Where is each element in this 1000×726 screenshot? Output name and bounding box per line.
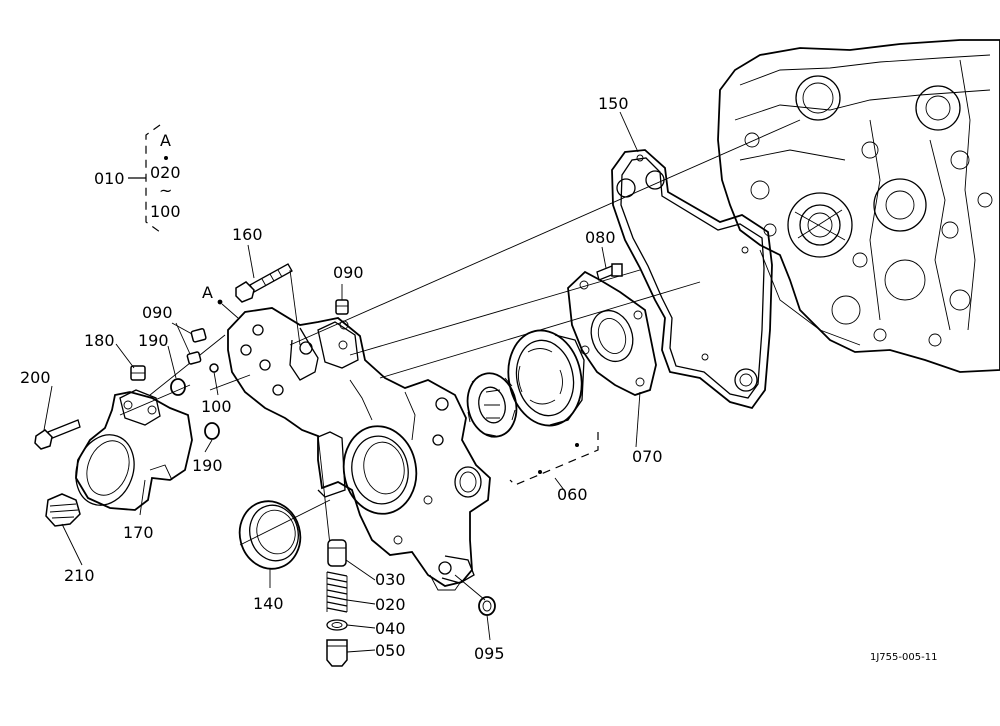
label-020: 020 <box>375 595 406 614</box>
label-210: 210 <box>64 566 95 585</box>
label-080: 080 <box>585 228 616 247</box>
plug-090-left <box>186 328 207 365</box>
bracket-to: 100 <box>150 202 181 221</box>
ref-marker-letter: A <box>202 283 213 302</box>
label-180: 180 <box>84 331 115 350</box>
label-030: 030 <box>375 570 406 589</box>
plate-070 <box>567 270 657 396</box>
bolt-160 <box>235 263 293 303</box>
o-ring-190-upper <box>170 378 186 396</box>
label-060: 060 <box>557 485 588 504</box>
bolt-200 <box>34 419 81 450</box>
label-010: 010 <box>94 169 125 188</box>
label-050: 050 <box>375 641 406 660</box>
fitting-210 <box>45 493 81 527</box>
o-ring-190-lower <box>204 422 220 440</box>
label-100: 100 <box>201 397 232 416</box>
bolt-080 <box>596 263 623 281</box>
bracket-range-mark: ~ <box>159 181 172 200</box>
label-160: 160 <box>232 225 263 244</box>
label-090-top: 090 <box>333 263 364 282</box>
label-170: 170 <box>123 523 154 542</box>
label-190-upper: 190 <box>138 331 169 350</box>
label-070: 070 <box>632 447 663 466</box>
bracket-060 <box>509 432 599 486</box>
bracket-ref-letter: A <box>160 131 171 150</box>
relief-valve-030 <box>327 539 347 567</box>
washer-040 <box>326 619 348 631</box>
label-140: 140 <box>253 594 284 613</box>
part-labels: 150 080 160 090 090 180 190 100 200 190 … <box>20 94 663 663</box>
plug-095 <box>478 596 496 616</box>
label-095: 095 <box>474 644 505 663</box>
pump-housing <box>227 307 491 591</box>
alignment-lines <box>119 119 801 601</box>
plug-050 <box>326 639 348 667</box>
gasket-150 <box>611 149 773 410</box>
spring-020 <box>326 571 348 613</box>
inner-rotor-060 <box>466 372 518 438</box>
assembly-bracket-010: 010 A 020 ~ 100 <box>94 124 181 233</box>
engine-block <box>717 39 1000 373</box>
housing-170 <box>75 389 193 511</box>
label-190-lower: 190 <box>192 456 223 475</box>
drawing-code: 1J755-005-11 <box>870 652 937 663</box>
leader-lines <box>43 111 641 653</box>
label-090-left: 090 <box>142 303 173 322</box>
ball-100 <box>209 363 219 373</box>
plug-090-top <box>335 299 349 315</box>
label-200: 200 <box>20 368 51 387</box>
plug-180 <box>130 365 146 381</box>
bracket-from: 020 <box>150 163 181 182</box>
label-040: 040 <box>375 619 406 638</box>
oil-seal-140 <box>238 500 302 570</box>
ref-marker-a: A <box>202 283 239 319</box>
label-150: 150 <box>598 94 629 113</box>
